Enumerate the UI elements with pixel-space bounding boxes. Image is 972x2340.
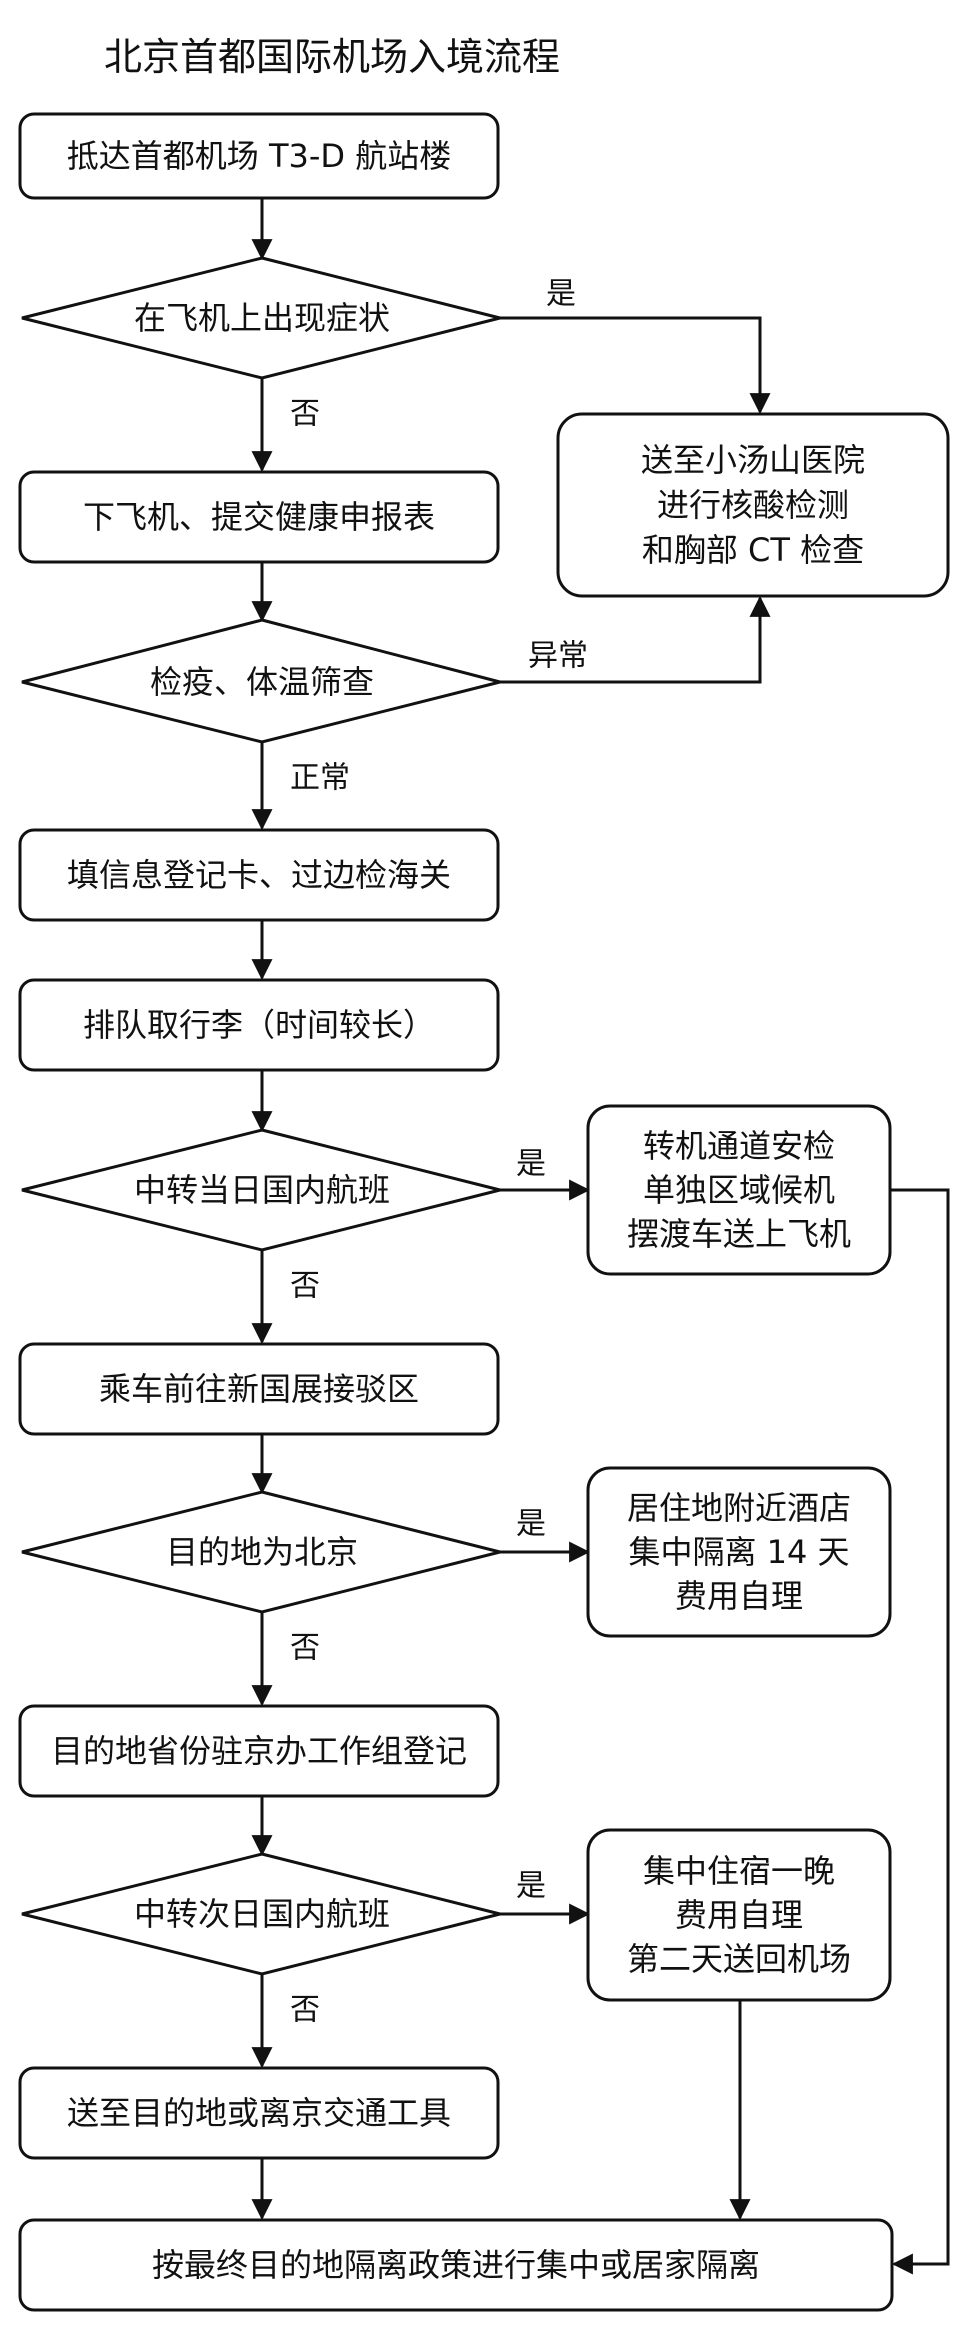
edge-temp-abnormal (500, 595, 771, 684)
edges (251, 198, 950, 2275)
node-overnight-line-1: 集中住宿一晚 (643, 1852, 835, 1890)
label-beijing-no: 否 (290, 1631, 320, 1666)
node-customs-label: 填信息登记卡、过边检海关 (67, 856, 451, 894)
node-overnight-line-3: 第二天送回机场 (627, 1940, 851, 1978)
node-final (18, 2218, 894, 2312)
node-xinguozhan-label: 乘车前往新国展接驳区 (99, 1370, 419, 1408)
node-final-label: 按最终目的地隔离政策进行集中或居家隔离 (152, 2246, 760, 2284)
node-beijing-hotel-line-2: 集中隔离 14 天 (628, 1533, 849, 1571)
label-same-day-yes: 是 (516, 1147, 546, 1182)
decision-symptom (21, 256, 501, 380)
node-customs (18, 828, 500, 922)
node-beijing-hotel-line-1: 居住地附近酒店 (627, 1489, 851, 1527)
label-next-day-no: 否 (290, 1993, 320, 2028)
node-beijing-hotel (586, 1466, 892, 1638)
node-register-label: 目的地省份驻京办工作组登记 (51, 1732, 467, 1770)
node-transport-label: 送至目的地或离京交通工具 (67, 2094, 451, 2132)
node-xiaotangshan (556, 412, 950, 598)
node-declare (18, 470, 500, 564)
node-declare-label: 下飞机、提交健康申报表 (83, 498, 435, 536)
label-next-day-yes: 是 (516, 1869, 546, 1904)
node-arrive-label: 抵达首都机场 T3-D 航站楼 (67, 137, 451, 175)
node-transfer-security-line-1: 转机通道安检 (643, 1127, 835, 1165)
node-transfer-security-line-2: 单独区域候机 (643, 1171, 835, 1209)
node-register (18, 1704, 500, 1798)
decision-next-day-label: 中转次日国内航班 (134, 1895, 390, 1933)
node-xiaotangshan-line-2: 进行核酸检测 (657, 486, 849, 524)
decision-beijing-label: 目的地为北京 (166, 1533, 358, 1571)
node-transfer-security-line-3: 摆渡车送上飞机 (627, 1215, 851, 1253)
label-temp-abnormal: 异常 (528, 639, 588, 674)
decision-temp-label: 检疫、体温筛查 (150, 663, 374, 701)
node-xiaotangshan-line-1: 送至小汤山医院 (641, 441, 865, 479)
decision-symptom-label: 在飞机上出现症状 (134, 299, 390, 337)
node-beijing-hotel-line-3: 费用自理 (675, 1577, 803, 1615)
node-overnight (586, 1828, 892, 2002)
decision-next-day (21, 1852, 501, 1976)
label-temp-normal: 正常 (290, 761, 350, 796)
node-luggage (18, 978, 500, 1072)
label-symptom-yes: 是 (546, 277, 576, 312)
node-transfer-security (586, 1104, 892, 1276)
node-xiaotangshan-line-3: 和胸部 CT 检查 (642, 531, 864, 569)
node-xinguozhan (18, 1342, 500, 1436)
decision-temp (21, 618, 501, 744)
decision-same-day (21, 1128, 501, 1252)
label-symptom-no: 否 (290, 397, 320, 432)
decision-same-day-label: 中转当日国内航班 (134, 1171, 390, 1209)
label-same-day-no: 否 (290, 1269, 320, 1304)
node-luggage-label: 排队取行李（时间较长） (83, 1006, 435, 1044)
edge-transfer-to-final (890, 1188, 950, 2275)
node-overnight-line-2: 费用自理 (675, 1896, 803, 1934)
node-arrive (18, 112, 500, 200)
decision-beijing (21, 1490, 501, 1614)
page-title: 北京首都国际机场入境流程 (104, 35, 560, 79)
edge-symptom-yes (500, 316, 771, 415)
label-beijing-yes: 是 (516, 1507, 546, 1542)
node-transport (18, 2066, 500, 2160)
